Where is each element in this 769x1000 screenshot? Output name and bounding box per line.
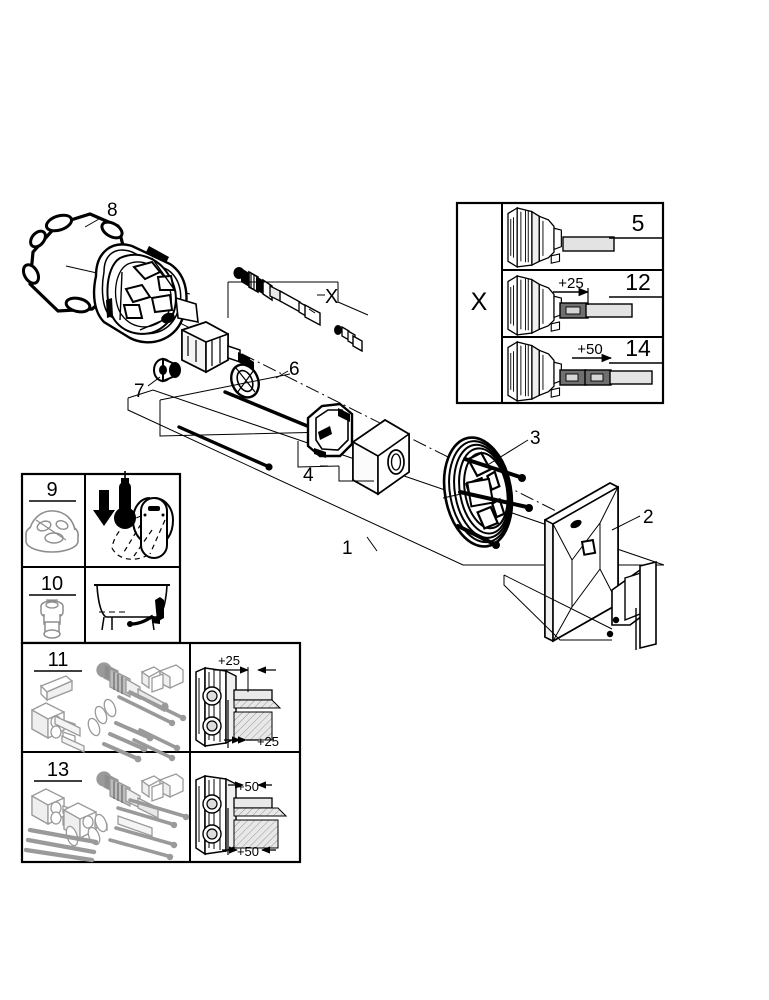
section-11-spindle: [233, 689, 273, 701]
callout-bracket-X: [227, 281, 369, 318]
section-13-spindle: [233, 797, 273, 809]
callout-label-8: 8: [107, 200, 118, 221]
detail-11-dimension-top: +25: [218, 653, 240, 668]
panel-x-number-14: 14: [625, 335, 651, 361]
callout-label-X: X: [325, 286, 338, 308]
callout-bracket-6: [159, 370, 331, 437]
main-exploded-assembly: 8: [21, 200, 665, 650]
panel-x-number-5: 5: [632, 210, 645, 236]
panel-number-13: 13: [47, 759, 69, 781]
extension-sets-panel: 11: [20, 641, 302, 864]
part-thermostatic-cartridge: [181, 321, 254, 374]
leader-3: [485, 439, 529, 467]
part-9-aerator: [25, 510, 79, 553]
spindle-standard-12: [585, 303, 633, 318]
callout-label-3: 3: [530, 428, 541, 449]
detail-10-bathtub: [94, 584, 170, 631]
detail-13-install-section: +50 +50: [195, 775, 288, 859]
panel-x-row-12: +25 12: [507, 269, 662, 336]
part-4-clamp-and-cap: [306, 402, 410, 496]
panel-x-row-5: 5: [507, 207, 662, 268]
detail-13-dimension-top: +50: [237, 779, 259, 794]
leader-2: [611, 515, 641, 531]
part-10-check-valve: [40, 599, 64, 639]
part-13-extension-set: [23, 771, 190, 863]
leader-8: [84, 218, 100, 228]
callout-label-2: 2: [643, 507, 654, 528]
detail-13-dimension-bottom: +50: [237, 844, 259, 859]
panel-x-side-label: X: [471, 288, 488, 316]
part-2-lever-handle: [503, 560, 657, 650]
panel-number-9: 9: [46, 479, 57, 501]
leader-rosette-inner: [442, 491, 471, 499]
panel-x-row-14: +50 14: [507, 335, 662, 402]
panel-x-dimension-12: +25: [558, 275, 583, 292]
part-3-mounting-rosette: [442, 436, 533, 549]
callout-bracket-4: [297, 441, 374, 482]
spindle-standard-14: [609, 370, 653, 385]
extension-kit-panel: X 5 +25 12: [455, 201, 665, 405]
part-7-bush: [153, 357, 181, 383]
panel-x-number-12: 12: [625, 269, 651, 295]
panel-number-11: 11: [48, 649, 69, 671]
detail-11-dimension-bottom: +25: [257, 734, 279, 749]
callout-label-1: 1: [342, 538, 353, 559]
part-main-valve-body: [92, 243, 199, 344]
spindle-standard: [562, 236, 615, 252]
accessories-panel: 9: [20, 471, 182, 645]
panel-x-dimension-14: +50: [577, 341, 602, 358]
detail-9-temperature-handle: [93, 471, 175, 560]
panel-number-10: 10: [41, 573, 63, 595]
detail-11-install-section: +25 +25: [195, 653, 282, 749]
part-11-extension-set: [31, 662, 187, 763]
leader-7: [147, 376, 161, 387]
callout-label-6: 6: [289, 359, 300, 380]
callout-label-7: 7: [134, 381, 145, 402]
callout-label-4: 4: [303, 465, 314, 486]
